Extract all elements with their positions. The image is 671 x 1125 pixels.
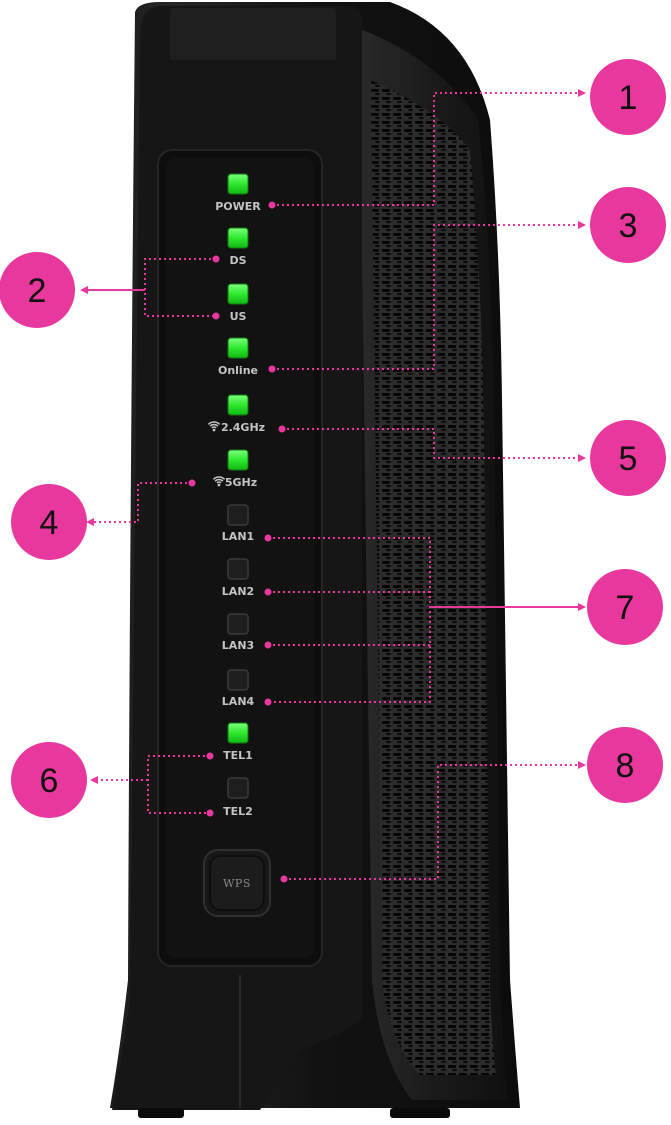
leader-lines [80,89,586,883]
callout-badge-2-circle [0,252,75,328]
led-ds: DS [227,227,249,267]
led-lan3-light [227,613,249,635]
callout-badge-6-circle [11,742,87,818]
callout-badge-1-number: 1 [619,79,638,117]
foot-right [390,1108,450,1118]
leader-2 [144,258,216,317]
led-indicators: POWER DS US Online 2.4GHz 5GHzLAN1LAN2LAN3LAN… [207,173,265,818]
wifi-icon [212,476,226,487]
led-lan3-label: LAN3 [222,639,254,652]
led-tel1-label: TEL1 [223,749,253,762]
callout-badge-8-number: 8 [616,747,635,785]
led-lan2-label: LAN2 [222,585,254,598]
callout-badge-1-circle [590,59,666,135]
led-lan4-label: LAN4 [222,695,255,708]
callout-badges: 1 2 3 4 5 6 7 8 [0,59,666,818]
callout-badge-3: 3 [590,187,666,263]
callout-badge-5-number: 5 [619,440,638,478]
leader-4 [92,482,192,523]
led-lan1-label: LAN1 [222,530,254,543]
led-tel2-label: TEL2 [223,805,253,818]
led-wifi-5-light [227,449,249,471]
led-wifi-24: 2.4GHz [207,394,265,434]
leader-1 [272,92,580,206]
led-lan4: LAN4 [222,669,255,708]
callout-badge-8: 8 [587,727,663,803]
wps-label: WPS [223,877,251,890]
led-online-light [227,337,249,359]
callout-badge-2-number: 2 [28,272,47,310]
led-us-label: US [230,310,247,323]
callout-badge-4-circle [11,484,87,560]
led-wifi-24-label: 2.4GHz [221,421,265,434]
leader-8 [284,764,580,880]
callout-badge-4-number: 4 [40,504,59,542]
led-lan1: LAN1 [222,504,254,543]
callout-badge-8-circle [587,727,663,803]
callout-badge-3-number: 3 [619,207,638,245]
front-panel-highlight [170,8,336,60]
callout-badge-7-circle [587,569,663,645]
callout-badge-2: 2 [0,252,75,328]
led-wifi-24-light [227,394,249,416]
callout-badge-3-circle [590,187,666,263]
led-online-label: Online [218,364,258,377]
led-tel2: TEL2 [223,777,253,818]
leader-6 [147,755,210,814]
led-lan1-light [227,504,249,526]
callout-badge-1: 1 [590,59,666,135]
callout-badge-6: 6 [11,742,87,818]
leader-5 [282,428,580,459]
callout-badge-5-circle [590,420,666,496]
led-wifi-5-label: 5GHz [225,476,257,489]
led-panel-inner [166,158,314,958]
led-us-light [227,283,249,305]
led-lan2-light [227,558,249,580]
led-tel1: TEL1 [223,722,253,762]
led-ds-light [227,227,249,249]
callout-badge-6-number: 6 [40,762,59,800]
led-online: Online [218,337,258,377]
led-tel1-light [227,722,249,744]
callout-badge-4: 4 [11,484,87,560]
foot-left [138,1108,184,1118]
callout-badge-7-number: 7 [616,589,635,627]
vent-grille [370,80,496,1075]
led-power-label: POWER [215,200,261,213]
led-lan4-light [227,669,249,691]
callout-badge-7: 7 [587,569,663,645]
leader-3 [272,224,580,370]
led-power-light [227,173,249,195]
led-us: US [227,283,249,323]
led-tel2-light [227,777,249,799]
led-lan3: LAN3 [222,613,254,652]
led-wifi-5: 5GHz [212,449,257,489]
wifi-icon [207,421,221,432]
callout-badge-5: 5 [590,420,666,496]
led-power: POWER [215,173,261,213]
leader-7 [268,537,431,703]
wps-button[interactable]: WPS [203,849,271,917]
led-lan2: LAN2 [222,558,254,598]
led-ds-label: DS [229,254,246,267]
